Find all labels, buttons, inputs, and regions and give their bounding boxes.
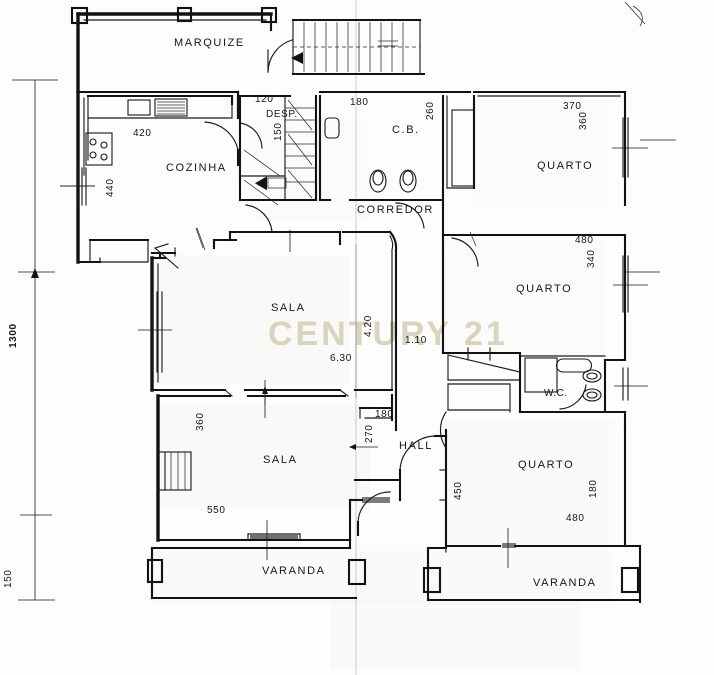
quarto-1-structure	[441, 90, 648, 267]
dim-sala1-height: 4.20	[363, 315, 374, 337]
room-label-hall: HALL	[399, 440, 433, 452]
dim-quarto1-width: 370	[563, 101, 582, 112]
dim-sala2-width: 550	[207, 505, 226, 516]
marquize-structure	[70, 6, 278, 94]
dim-desp-height: 150	[273, 123, 284, 142]
dim-site-setback: 150	[3, 570, 14, 589]
dim-quarto2-width: 480	[575, 235, 594, 246]
dim-quarto3-depth: 180	[588, 480, 599, 499]
room-label-cb: C.B.	[392, 124, 420, 136]
room-label-sala-2: SALA	[263, 454, 298, 466]
watermark-century21: CENTURY 21	[268, 315, 508, 353]
dim-sala1-depth: 1.10	[405, 335, 427, 346]
upper-stair-run	[267, 18, 426, 76]
dim-hall-width: 180	[375, 409, 394, 420]
scan-noise-speckle	[150, 255, 615, 670]
sala-2-hall-structure	[156, 393, 448, 560]
room-label-quarto-1: QUARTO	[537, 160, 593, 172]
room-label-marquize: MARQUIZE	[174, 37, 245, 49]
dim-cb-height: 260	[425, 102, 436, 121]
room-label-cozinha: COZINHA	[166, 162, 227, 174]
wc-structure	[518, 351, 648, 432]
dim-sala2-height: 360	[195, 413, 206, 432]
dim-quarto2-height: 340	[586, 250, 597, 269]
stray-survey-marks	[196, 1, 646, 251]
dim-quarto1-height: 360	[578, 112, 589, 131]
cb-bathroom-corredor	[212, 90, 476, 397]
room-label-corredor: CORREDOR	[357, 204, 434, 216]
quarto-2-structure	[441, 233, 648, 413]
dimension-label-layer: 420 440 120 150 180 260 370 360 480 340 …	[3, 94, 599, 588]
dim-cb-width: 180	[350, 97, 369, 108]
site-dimension-lines	[12, 79, 676, 601]
dim-quarto3-height: 450	[453, 482, 464, 501]
dim-hall-height: 270	[364, 425, 375, 444]
despensa-and-stair	[236, 90, 318, 233]
room-label-quarto-2: QUARTO	[516, 283, 572, 295]
room-label-layer: MARQUIZE COZINHA DESP. C.B. CORREDOR QUA…	[166, 37, 597, 589]
dim-cozinha-height: 440	[105, 179, 116, 198]
dim-site-total: 1300	[8, 323, 19, 348]
quarto-3-structure	[439, 411, 627, 568]
dim-cozinha-width: 420	[133, 128, 152, 139]
room-label-wc: W.C.	[544, 388, 568, 399]
room-label-sala-1: SALA	[271, 302, 306, 314]
sala-1-structure	[138, 230, 394, 405]
dim-sala1-width: 6.30	[330, 353, 352, 364]
varanda-structures	[146, 544, 642, 604]
room-label-quarto-3: QUARTO	[518, 459, 574, 471]
dim-quarto3-width: 480	[566, 513, 585, 524]
room-label-varanda-2: VARANDA	[533, 577, 597, 589]
room-label-varanda-1: VARANDA	[262, 565, 326, 577]
room-label-desp: DESP.	[266, 109, 298, 120]
dim-desp-width: 120	[255, 94, 274, 105]
cozinha-structure	[60, 90, 240, 269]
